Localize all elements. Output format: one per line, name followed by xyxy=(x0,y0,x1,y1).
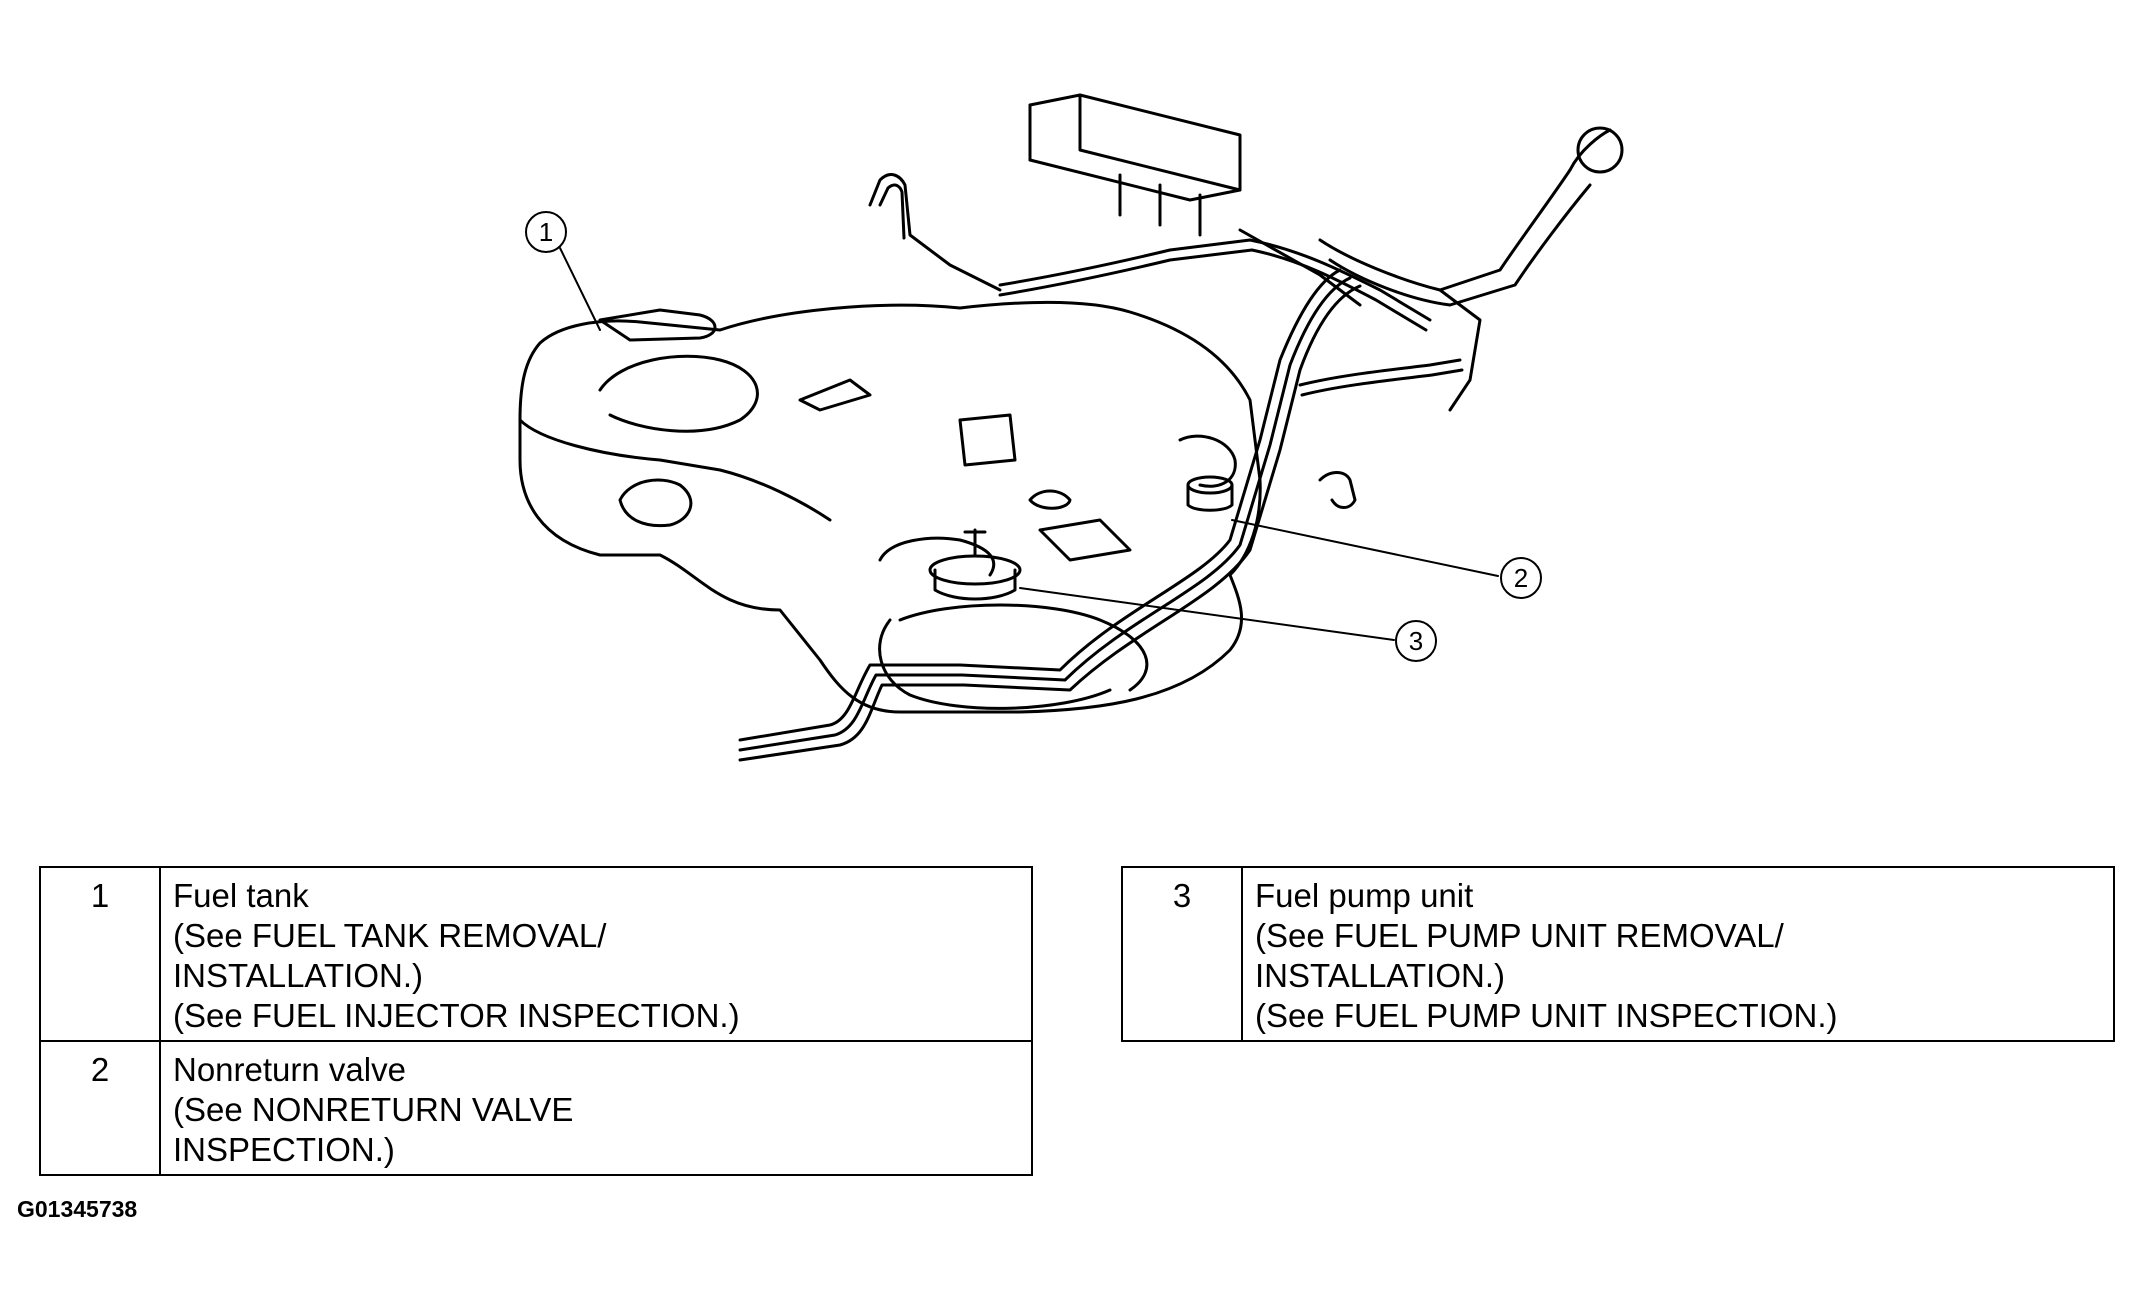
legend-title: Nonreturn valve xyxy=(173,1051,406,1088)
legend-table-right: 3 Fuel pump unit (See FUEL PUMP UNIT REM… xyxy=(1121,866,2115,1042)
vent-tube xyxy=(868,173,1357,509)
legend-reference: (See FUEL INJECTOR INSPECTION.) xyxy=(173,997,740,1034)
callout-2 xyxy=(1500,557,1542,599)
fuel-lines xyxy=(738,228,1432,762)
legend-reference: (See FUEL PUMP UNIT REMOVAL/ xyxy=(1255,917,1784,954)
leader-lines xyxy=(559,247,1499,641)
legend-title: Fuel tank xyxy=(173,877,309,914)
legend-number: 3 xyxy=(1121,866,1243,1042)
legend-row: 3 Fuel pump unit (See FUEL PUMP UNIT REM… xyxy=(1121,866,2115,1042)
callout-1 xyxy=(525,211,567,253)
legend-number: 1 xyxy=(39,866,161,1042)
fuel-system-diagram: 1 2 3 xyxy=(518,93,1624,762)
legend-reference: (See FUEL TANK REMOVAL/ xyxy=(173,917,607,954)
charcoal-canister xyxy=(1028,93,1242,237)
legend-reference: INSPECTION.) xyxy=(173,1131,395,1168)
figure-id: G01345738 xyxy=(17,1196,138,1222)
callout-2-number: 2 xyxy=(1514,563,1528,593)
legend-number: 2 xyxy=(39,1040,161,1176)
legend-description: Fuel tank (See FUEL TANK REMOVAL/ INSTAL… xyxy=(159,866,1033,1042)
legend-title: Fuel pump unit xyxy=(1255,877,1474,914)
legend-reference: (See FUEL PUMP UNIT INSPECTION.) xyxy=(1255,997,1838,1034)
legend-row: 2 Nonreturn valve (See NONRETURN VALVE I… xyxy=(39,1040,1033,1176)
callout-3-number: 3 xyxy=(1409,626,1423,656)
legend-reference: (See NONRETURN VALVE xyxy=(173,1091,574,1128)
filler-neck xyxy=(1298,126,1624,412)
legend-description: Fuel pump unit (See FUEL PUMP UNIT REMOV… xyxy=(1241,866,2115,1042)
fuel-tank-drawing xyxy=(518,300,1262,714)
callout-1-number: 1 xyxy=(539,217,553,247)
legend-reference: INSTALLATION.) xyxy=(173,957,423,994)
legend-table-left: 1 Fuel tank (See FUEL TANK REMOVAL/ INST… xyxy=(39,866,1033,1176)
legend-description: Nonreturn valve (See NONRETURN VALVE INS… xyxy=(159,1040,1033,1176)
callout-3 xyxy=(1395,620,1437,662)
legend-row: 1 Fuel tank (See FUEL TANK REMOVAL/ INST… xyxy=(39,866,1033,1042)
fuel-pump-unit-drawing xyxy=(928,528,1022,601)
nonreturn-valve-drawing xyxy=(1186,475,1234,512)
legend-reference: INSTALLATION.) xyxy=(1255,957,1505,994)
